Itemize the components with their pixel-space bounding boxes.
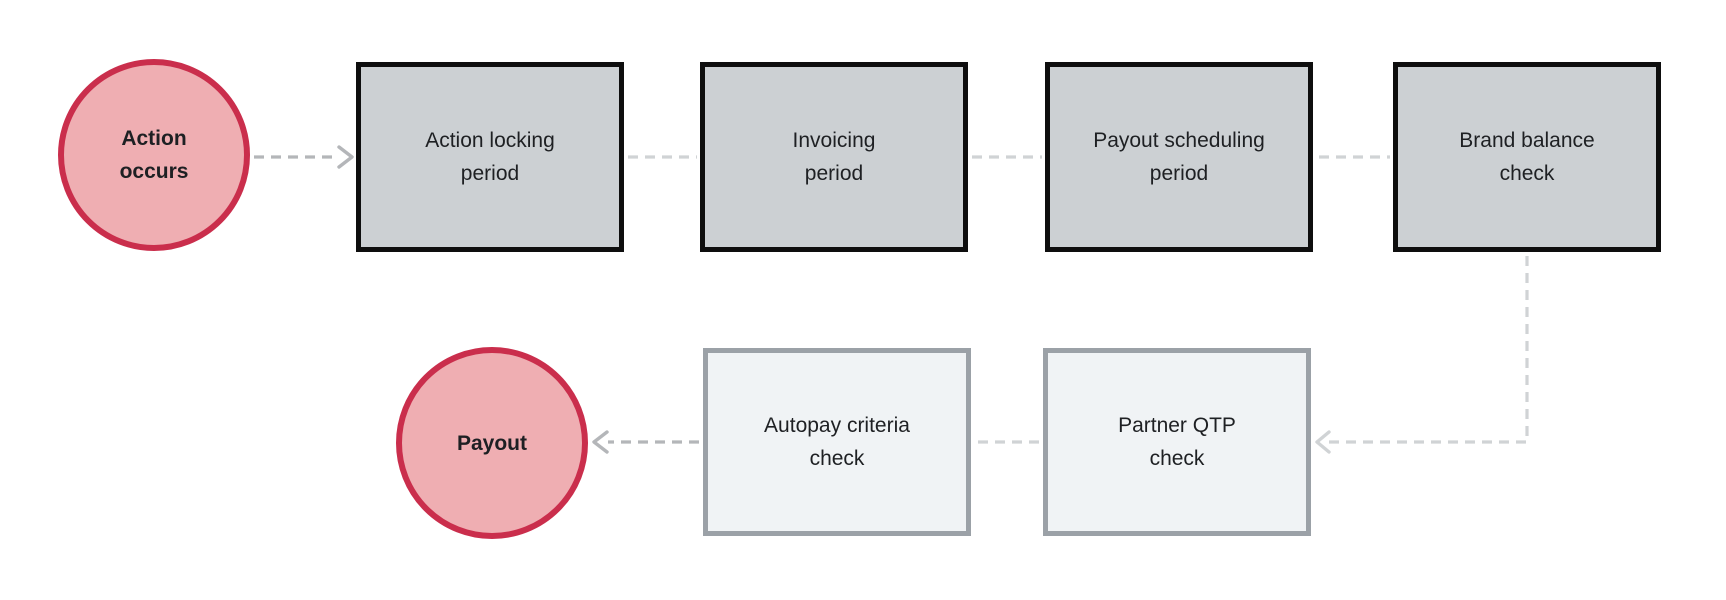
node-action-locking-period-label: Action locking period	[425, 129, 555, 185]
node-autopay-criteria-check-label: Autopay criteria check	[764, 414, 910, 470]
node-payout-scheduling-period-label: Payout scheduling period	[1093, 129, 1265, 185]
arrowhead-partner-qtp	[1315, 430, 1331, 454]
arrowhead-payout	[592, 430, 609, 454]
node-brand-balance-check-label: Brand balance check	[1459, 129, 1595, 185]
node-action-occurs-label: Action occurs	[119, 127, 189, 183]
node-invoicing-period-label: Invoicing period	[792, 129, 876, 185]
node-payout: Payout	[396, 347, 588, 539]
node-invoicing-period: Invoicing period	[700, 62, 968, 252]
node-action-locking-period: Action locking period	[356, 62, 624, 252]
connector-brand-balance-to-partner-qtp	[1326, 256, 1529, 444]
node-payout-scheduling-period: Payout scheduling period	[1045, 62, 1313, 252]
node-autopay-criteria-check: Autopay criteria check	[703, 348, 971, 536]
node-partner-qtp-check-label: Partner QTP check	[1118, 414, 1236, 470]
node-payout-label: Payout	[456, 431, 527, 455]
node-action-occurs: Action occurs	[58, 59, 250, 251]
node-partner-qtp-check: Partner QTP check	[1043, 348, 1311, 536]
arrowhead-action-locking	[337, 145, 354, 169]
node-brand-balance-check: Brand balance check	[1393, 62, 1661, 252]
